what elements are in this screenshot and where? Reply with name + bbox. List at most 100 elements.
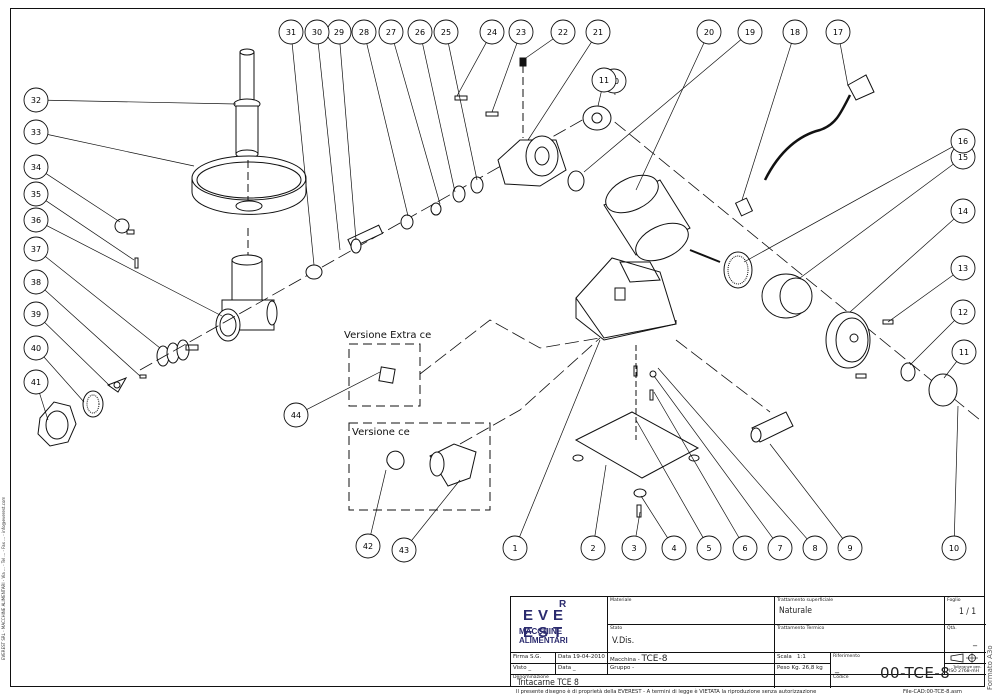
callout-number: 1 (512, 544, 517, 553)
data1-cell: Data 19-04-2010 (556, 653, 608, 664)
leader-line (411, 479, 461, 541)
pin-part (139, 374, 147, 379)
callout-number: 13 (958, 264, 968, 273)
base-plate-part (574, 345, 700, 479)
callout-number: 33 (31, 128, 41, 137)
screw-part (633, 365, 638, 377)
rotor-part (689, 249, 753, 289)
callout-number: 17 (833, 28, 843, 37)
callout-number: 8 (812, 544, 817, 553)
oil-plug-part (519, 57, 527, 67)
data2-label: Data _ (558, 665, 576, 671)
leader-line (594, 464, 607, 537)
callout-circle (355, 533, 381, 559)
trattamento-superficiale-label: Trattamento superficiale (777, 598, 834, 603)
screw-part (882, 319, 894, 325)
leader-line (527, 41, 592, 141)
washer-part (649, 370, 657, 378)
scala-label: Scala 1:1 (777, 654, 806, 660)
callout-circle (950, 198, 976, 224)
leader-line (849, 218, 955, 313)
leader-line (741, 43, 792, 201)
callout-number: 3 (631, 544, 636, 553)
callout-circle (732, 535, 758, 561)
callout-number: 5 (706, 544, 711, 553)
callout-number: 7 (777, 544, 782, 553)
callout-circle (580, 535, 606, 561)
callout-circle (941, 535, 967, 561)
scala-cell: Scala 1:1 (775, 653, 831, 664)
callout-number: 37 (31, 245, 41, 254)
power-cord-part (763, 74, 875, 181)
flange-part (582, 105, 612, 131)
first-angle-projection-icon (950, 653, 978, 663)
leader-line (422, 43, 456, 193)
callout-circle (407, 19, 433, 45)
base-housing-part (575, 257, 677, 341)
switch-part (378, 366, 396, 384)
denominazione-cell: Denominazione Tritacarne TCE 8 (511, 675, 775, 688)
motor-bearing-part (567, 170, 585, 192)
callout-circle (661, 535, 687, 561)
gruppo-cell: Gruppo - (608, 664, 775, 675)
bearing-part (470, 176, 484, 194)
pin-part (485, 111, 499, 117)
callout-number: 41 (31, 378, 41, 387)
callout-number: 27 (386, 28, 396, 37)
leader-line (909, 320, 955, 366)
leader-line (45, 256, 161, 349)
callout-circle (950, 255, 976, 281)
stator-part (761, 273, 813, 319)
foglio-label: Foglio (947, 598, 961, 603)
leader-line (370, 469, 387, 535)
empty-cell (775, 675, 831, 688)
stato-cell: Stato V.Dis. (608, 625, 775, 653)
callout-circle (23, 335, 49, 361)
extra-ce-version-label: Versione Extra ce (344, 330, 432, 341)
bearing-part (452, 185, 466, 203)
leader-line (47, 134, 195, 167)
qta-label: Qtà. (947, 626, 957, 631)
callout-number: 25 (441, 28, 451, 37)
motor-housing-part (603, 174, 691, 262)
screw-part (855, 373, 867, 379)
key-part (134, 257, 139, 269)
leader-line (583, 39, 742, 173)
shaft-part (347, 224, 384, 254)
callout-number: 24 (487, 28, 497, 37)
callout-circle (782, 19, 808, 45)
leader-line (46, 225, 223, 317)
callout-number: 35 (31, 190, 41, 199)
leader-line (393, 43, 441, 205)
ring-nut-part (37, 401, 77, 447)
plate-part (82, 390, 104, 418)
callout-circle (23, 119, 49, 145)
callout-circle (585, 19, 611, 45)
callout-circle (433, 19, 459, 45)
end-cover-part (825, 311, 871, 369)
leader-line (306, 371, 381, 410)
materiale-label: Materiale (610, 598, 632, 603)
callout-number: 31 (286, 28, 296, 37)
callout-circle (351, 19, 377, 45)
callout-circle (696, 19, 722, 45)
switch-cap-part (386, 450, 405, 470)
visto-cell: Visto _ (511, 664, 556, 675)
title-block: EVE EST R MACCHINE ALIMENTARI Materiale … (510, 596, 986, 688)
ce-switch-part (429, 443, 477, 487)
leader-line (44, 322, 111, 387)
callout-number: 42 (363, 542, 373, 551)
foot-part (572, 454, 584, 462)
callout-circle (696, 535, 722, 561)
callout-number: 18 (790, 28, 800, 37)
denominazione-value: Tritacarne TCE 8 (517, 678, 579, 688)
pin-part (454, 95, 468, 101)
leader-line (45, 173, 121, 223)
callout-number: 12 (958, 308, 968, 317)
leader-line (657, 367, 808, 540)
leader-line (635, 511, 641, 537)
worm-part (156, 339, 199, 367)
callout-circle (951, 339, 977, 365)
leader-line (635, 419, 704, 538)
